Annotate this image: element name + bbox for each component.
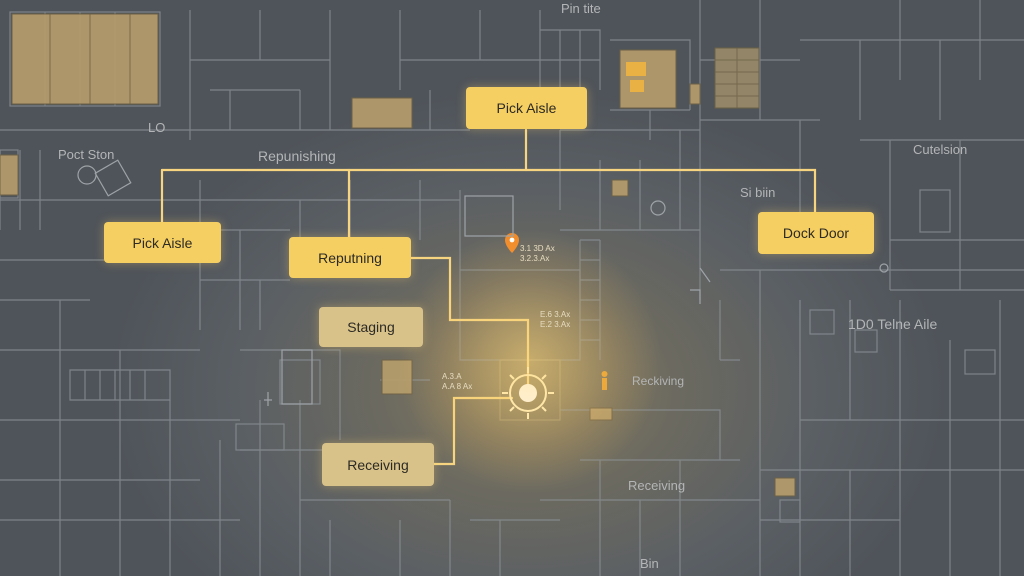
label-reckiving: Reckiving <box>632 374 685 388</box>
node-staging[interactable]: Staging <box>319 307 423 347</box>
label-pin-tite: Pin tite <box>561 1 601 16</box>
label-telne-aile: 1D0 Telne Aile <box>848 316 938 332</box>
node-dock-door[interactable]: Dock Door <box>758 212 874 254</box>
label-bin: Bin <box>640 556 659 571</box>
node-pick-aisle-top[interactable]: Pick Aisle <box>466 87 587 129</box>
label-cutelsion: Cutelsion <box>913 142 968 157</box>
mid-annotation: E.6 3.Ax E.2 3.Ax <box>540 310 571 329</box>
node-pick-aisle-left[interactable]: Pick Aisle <box>104 222 221 263</box>
node-receiving[interactable]: Receiving <box>322 443 434 486</box>
label-receiving-lower: Receiving <box>628 478 686 493</box>
node-reputting[interactable]: Reputning <box>289 237 411 278</box>
hub-glow <box>395 230 665 490</box>
label-lo: LO <box>148 120 166 135</box>
label-poct-ston: Poct Ston <box>58 147 115 162</box>
pin-annotation: 3.1 3D Ax 3.2.3.Ax <box>520 244 555 263</box>
hub-annotation: A.3.A A.A 8 Ax <box>442 372 473 391</box>
label-si-biin: Si biin <box>740 185 776 200</box>
label-repunishing: Repunishing <box>258 148 336 164</box>
